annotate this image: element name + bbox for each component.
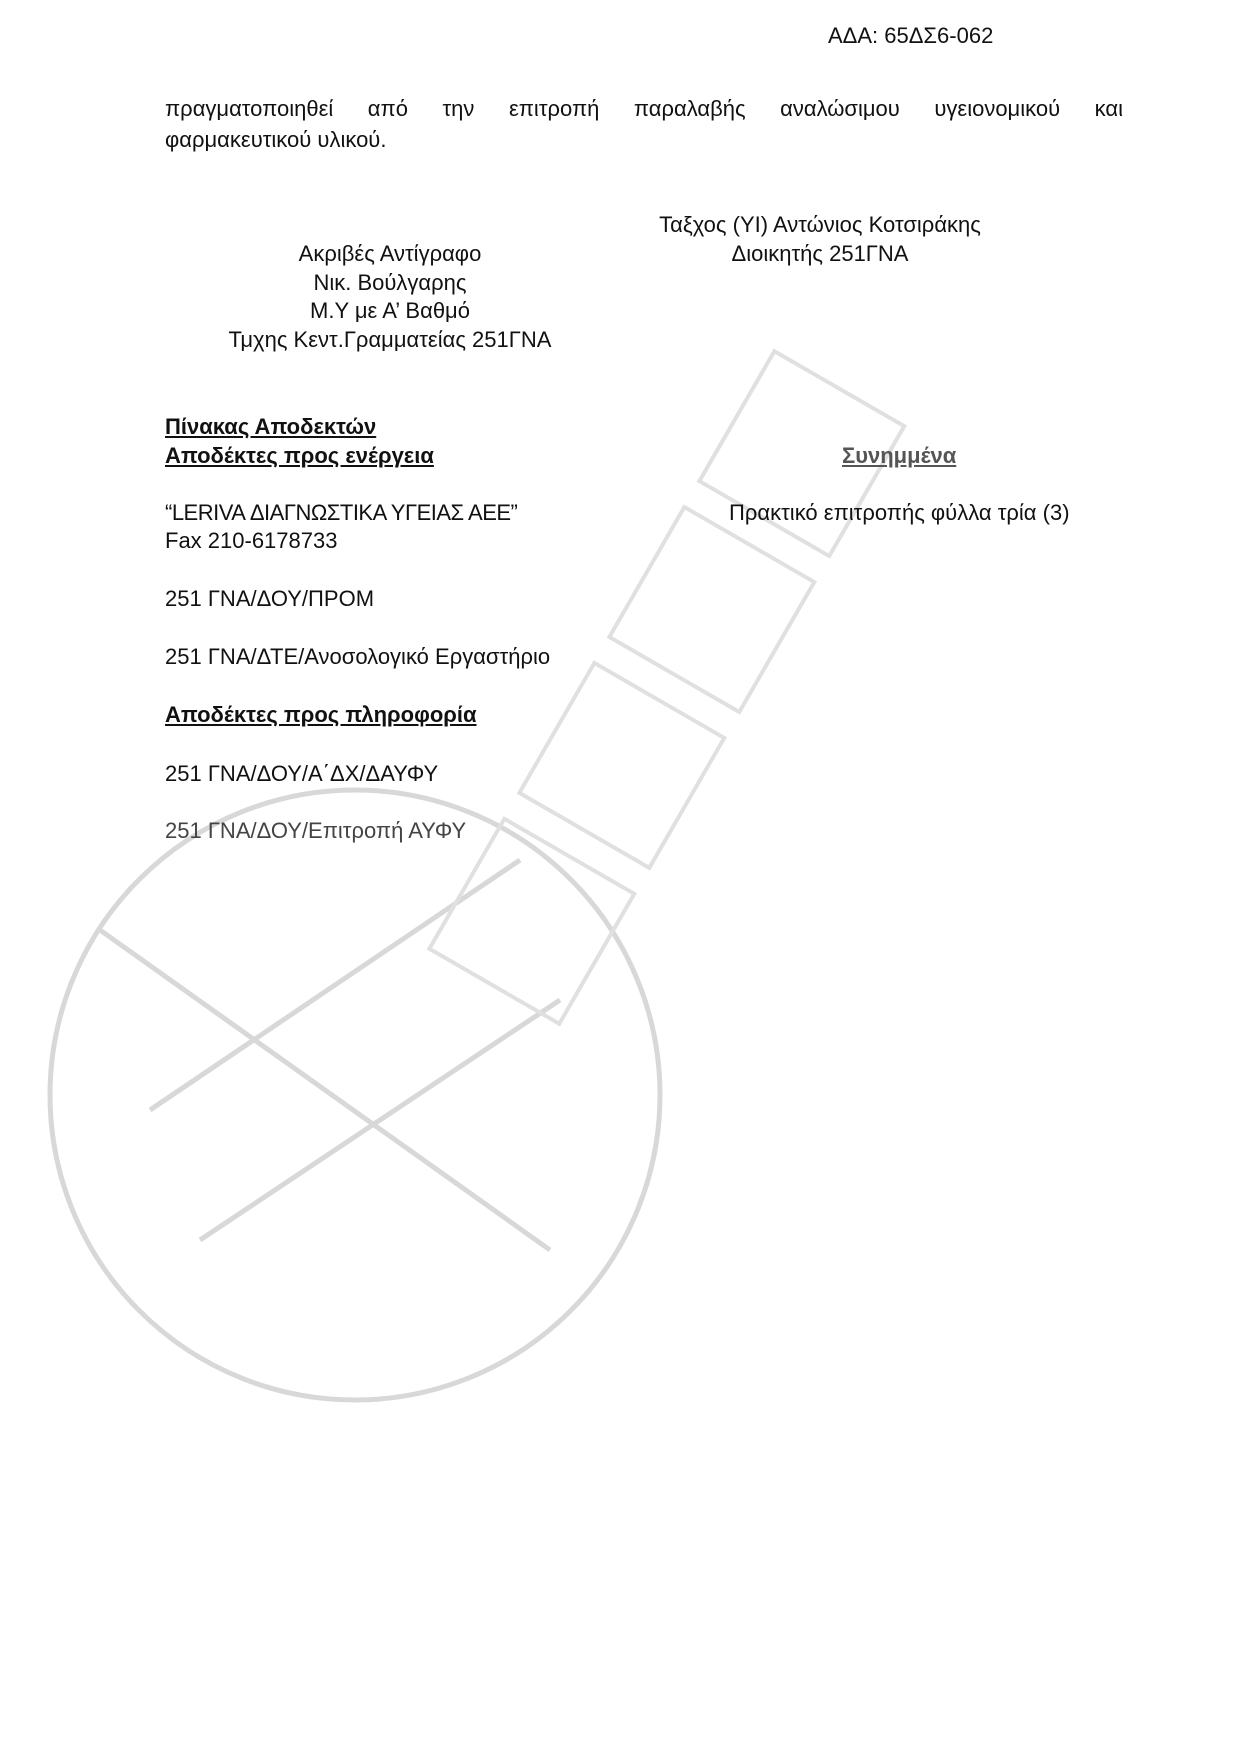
attachments-heading: Συνημμένα [842, 443, 957, 468]
body-text-line-1: πραγματοποιηθεί από την επιτροπή παραλαβ… [165, 96, 1123, 121]
recipients-title: Πίνακας Αποδεκτών [165, 414, 377, 439]
copy-dept: Τμχης Κεντ.Γραμματείας 251ΓΝΑ [228, 327, 552, 352]
copy-signer: Νικ. Βούλγαρης [313, 270, 467, 295]
action-recipient: 251 ΓΝΑ/ΔΟΥ/ΠΡΟΜ [165, 586, 375, 611]
copy-label: Ακριβές Αντίγραφο [298, 241, 482, 266]
body-text-line-2: φαρμακευτικού υλικού. [165, 127, 387, 152]
commander-name: Ταξχος (ΥΙ) Αντώνιος Κοτσιράκης [659, 212, 981, 237]
info-recipient: 251 ΓΝΑ/ΔΟΥ/Επιτροπή ΑΥΦΥ [165, 818, 467, 843]
ada-code: ΑΔΑ: 65ΔΣ6-062 [828, 23, 994, 48]
commander-title: Διοικητής 251ΓΝΑ [731, 241, 909, 266]
action-recipient: 251 ΓΝΑ/ΔΤΕ/Ανοσολογικό Εργαστήριο [165, 644, 551, 669]
action-recipient-fax: Fax 210-6178733 [165, 528, 338, 553]
info-heading: Αποδέκτες προς πληροφορία [165, 702, 477, 727]
action-recipient: “LERIVA ΔΙΑΓΝΩΣΤΙΚΑ ΥΓΕΙΑΣ ΑΕΕ” [165, 500, 518, 525]
copy-rank: Μ.Υ με Α’ Βαθμό [310, 298, 470, 323]
info-recipient: 251 ΓΝΑ/ΔΟΥ/Α΄ΔΧ/ΔΑΥΦΥ [165, 761, 439, 786]
attachment-item: Πρακτικό επιτροπής φύλλα τρία (3) [729, 500, 1070, 525]
action-heading: Αποδέκτες προς ενέργεια [165, 443, 434, 468]
